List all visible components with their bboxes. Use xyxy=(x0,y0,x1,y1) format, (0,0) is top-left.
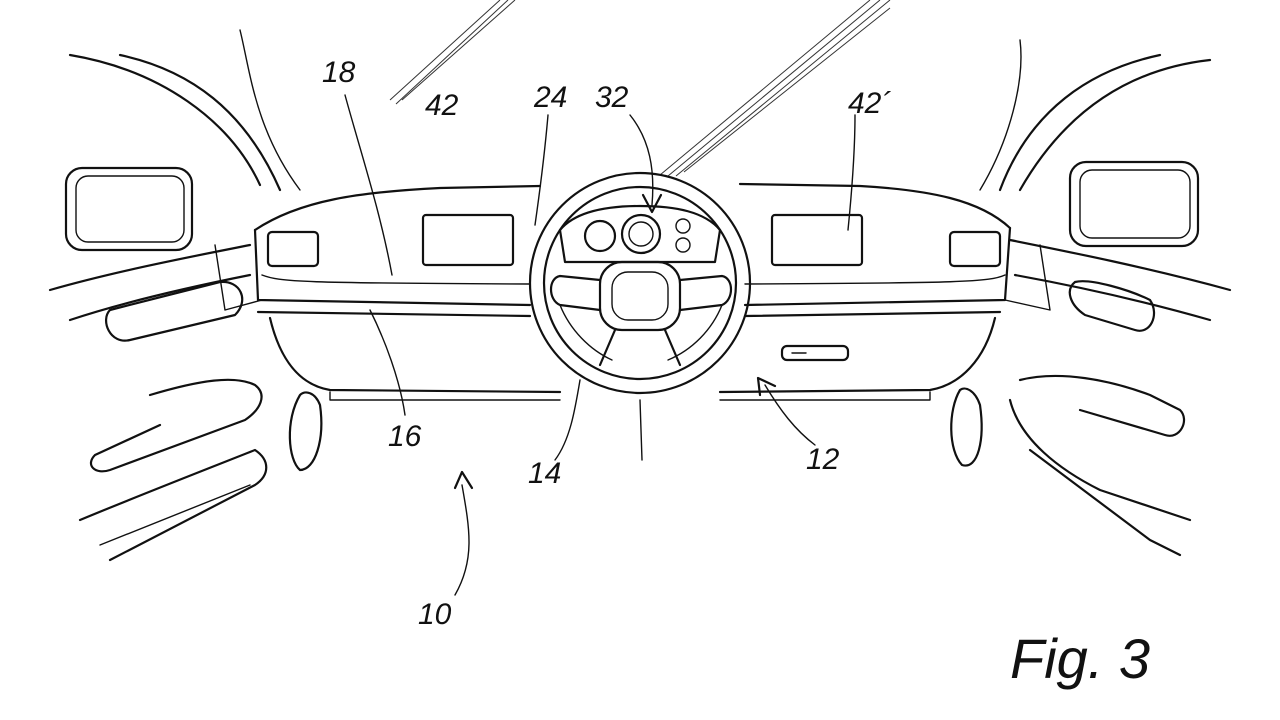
center-floor-line xyxy=(639,399,643,461)
dashboard xyxy=(253,182,1012,401)
right-door xyxy=(950,238,1232,557)
ref-18: 18 xyxy=(322,56,356,89)
ref-24: 24 xyxy=(533,81,567,114)
ref-16: 16 xyxy=(388,420,422,453)
ref-14: 14 xyxy=(528,457,561,490)
windshield-hatch xyxy=(389,0,891,177)
right-vent xyxy=(948,230,1002,268)
glovebox-handle xyxy=(780,344,850,362)
figure-caption: Fig. 3 xyxy=(1010,627,1150,690)
left-display xyxy=(421,213,515,267)
steering-wheel xyxy=(528,171,752,395)
left-door xyxy=(48,243,323,562)
a-pillars xyxy=(68,29,1212,192)
ref-42: 42 xyxy=(425,89,459,122)
instrument-cluster xyxy=(558,204,722,264)
ref-42-prime: 42´ xyxy=(848,87,891,120)
ref-32: 32 xyxy=(595,81,629,114)
left-mirror xyxy=(64,166,194,252)
leader-lines xyxy=(344,94,856,596)
right-display xyxy=(770,213,864,267)
right-mirror xyxy=(1068,160,1200,248)
ref-12: 12 xyxy=(806,443,840,476)
ref-10: 10 xyxy=(418,598,452,631)
left-vent xyxy=(266,230,320,268)
